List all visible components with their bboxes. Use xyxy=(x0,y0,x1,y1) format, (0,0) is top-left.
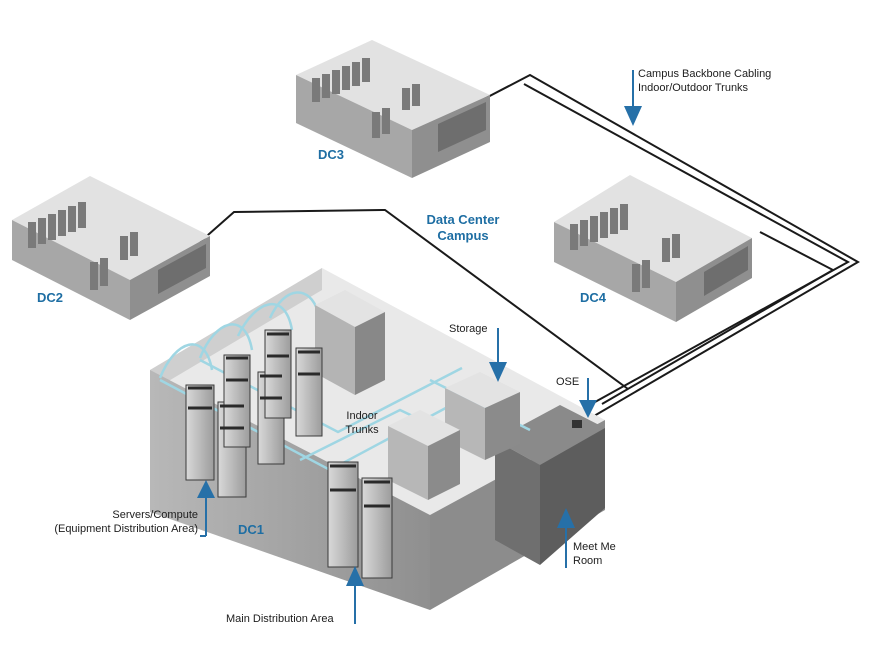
servers-compute-label: Servers/Compute (Equipment Distribution … xyxy=(20,508,198,536)
servers-compute-line1: Servers/Compute xyxy=(112,509,198,521)
indoor-trunks-line1: Indoor xyxy=(346,410,378,422)
campus-label-line1: Data Center xyxy=(426,212,500,227)
storage-label: Storage xyxy=(449,323,488,335)
indoor-trunks-label: Indoor Trunks xyxy=(332,409,392,437)
server-rack-rows xyxy=(185,329,393,579)
dc2-building xyxy=(12,176,210,320)
meet-me-room-line1: Meet Me xyxy=(573,541,616,553)
indoor-trunks-line2: Trunks xyxy=(345,424,379,436)
campus-backbone-cables xyxy=(199,73,861,417)
storage-racks xyxy=(315,290,520,500)
meet-me-room-label: Meet Me Room xyxy=(573,540,616,568)
campus-label-line2: Campus xyxy=(437,228,489,243)
dc4-label: DC4 xyxy=(580,290,607,305)
main-distribution-area-label: Main Distribution Area xyxy=(226,613,334,625)
ose-arrow xyxy=(579,378,597,418)
dc3-building xyxy=(296,40,490,178)
meet-me-room-arrow xyxy=(557,508,575,568)
dc3-label: DC3 xyxy=(318,147,345,162)
backbone-label-line2: Indoor/Outdoor Trunks xyxy=(638,82,749,94)
backbone-label: Campus Backbone Cabling Indoor/Outdoor T… xyxy=(638,67,771,95)
ose-label: OSE xyxy=(556,376,580,388)
backbone-label-line1: Campus Backbone Cabling xyxy=(638,68,772,80)
dc2-label: DC2 xyxy=(37,290,64,305)
backbone-arrow xyxy=(624,70,642,126)
meet-me-room-line2: Room xyxy=(573,555,603,567)
mda-arrow xyxy=(346,566,364,624)
campus-label: Data Center Campus xyxy=(408,212,518,244)
storage-arrow xyxy=(489,328,507,382)
servers-compute-line2: (Equipment Distribution Area) xyxy=(54,523,198,535)
servers-arrow xyxy=(197,480,215,537)
dc1-label: DC1 xyxy=(238,522,265,537)
dc4-building xyxy=(554,175,752,322)
